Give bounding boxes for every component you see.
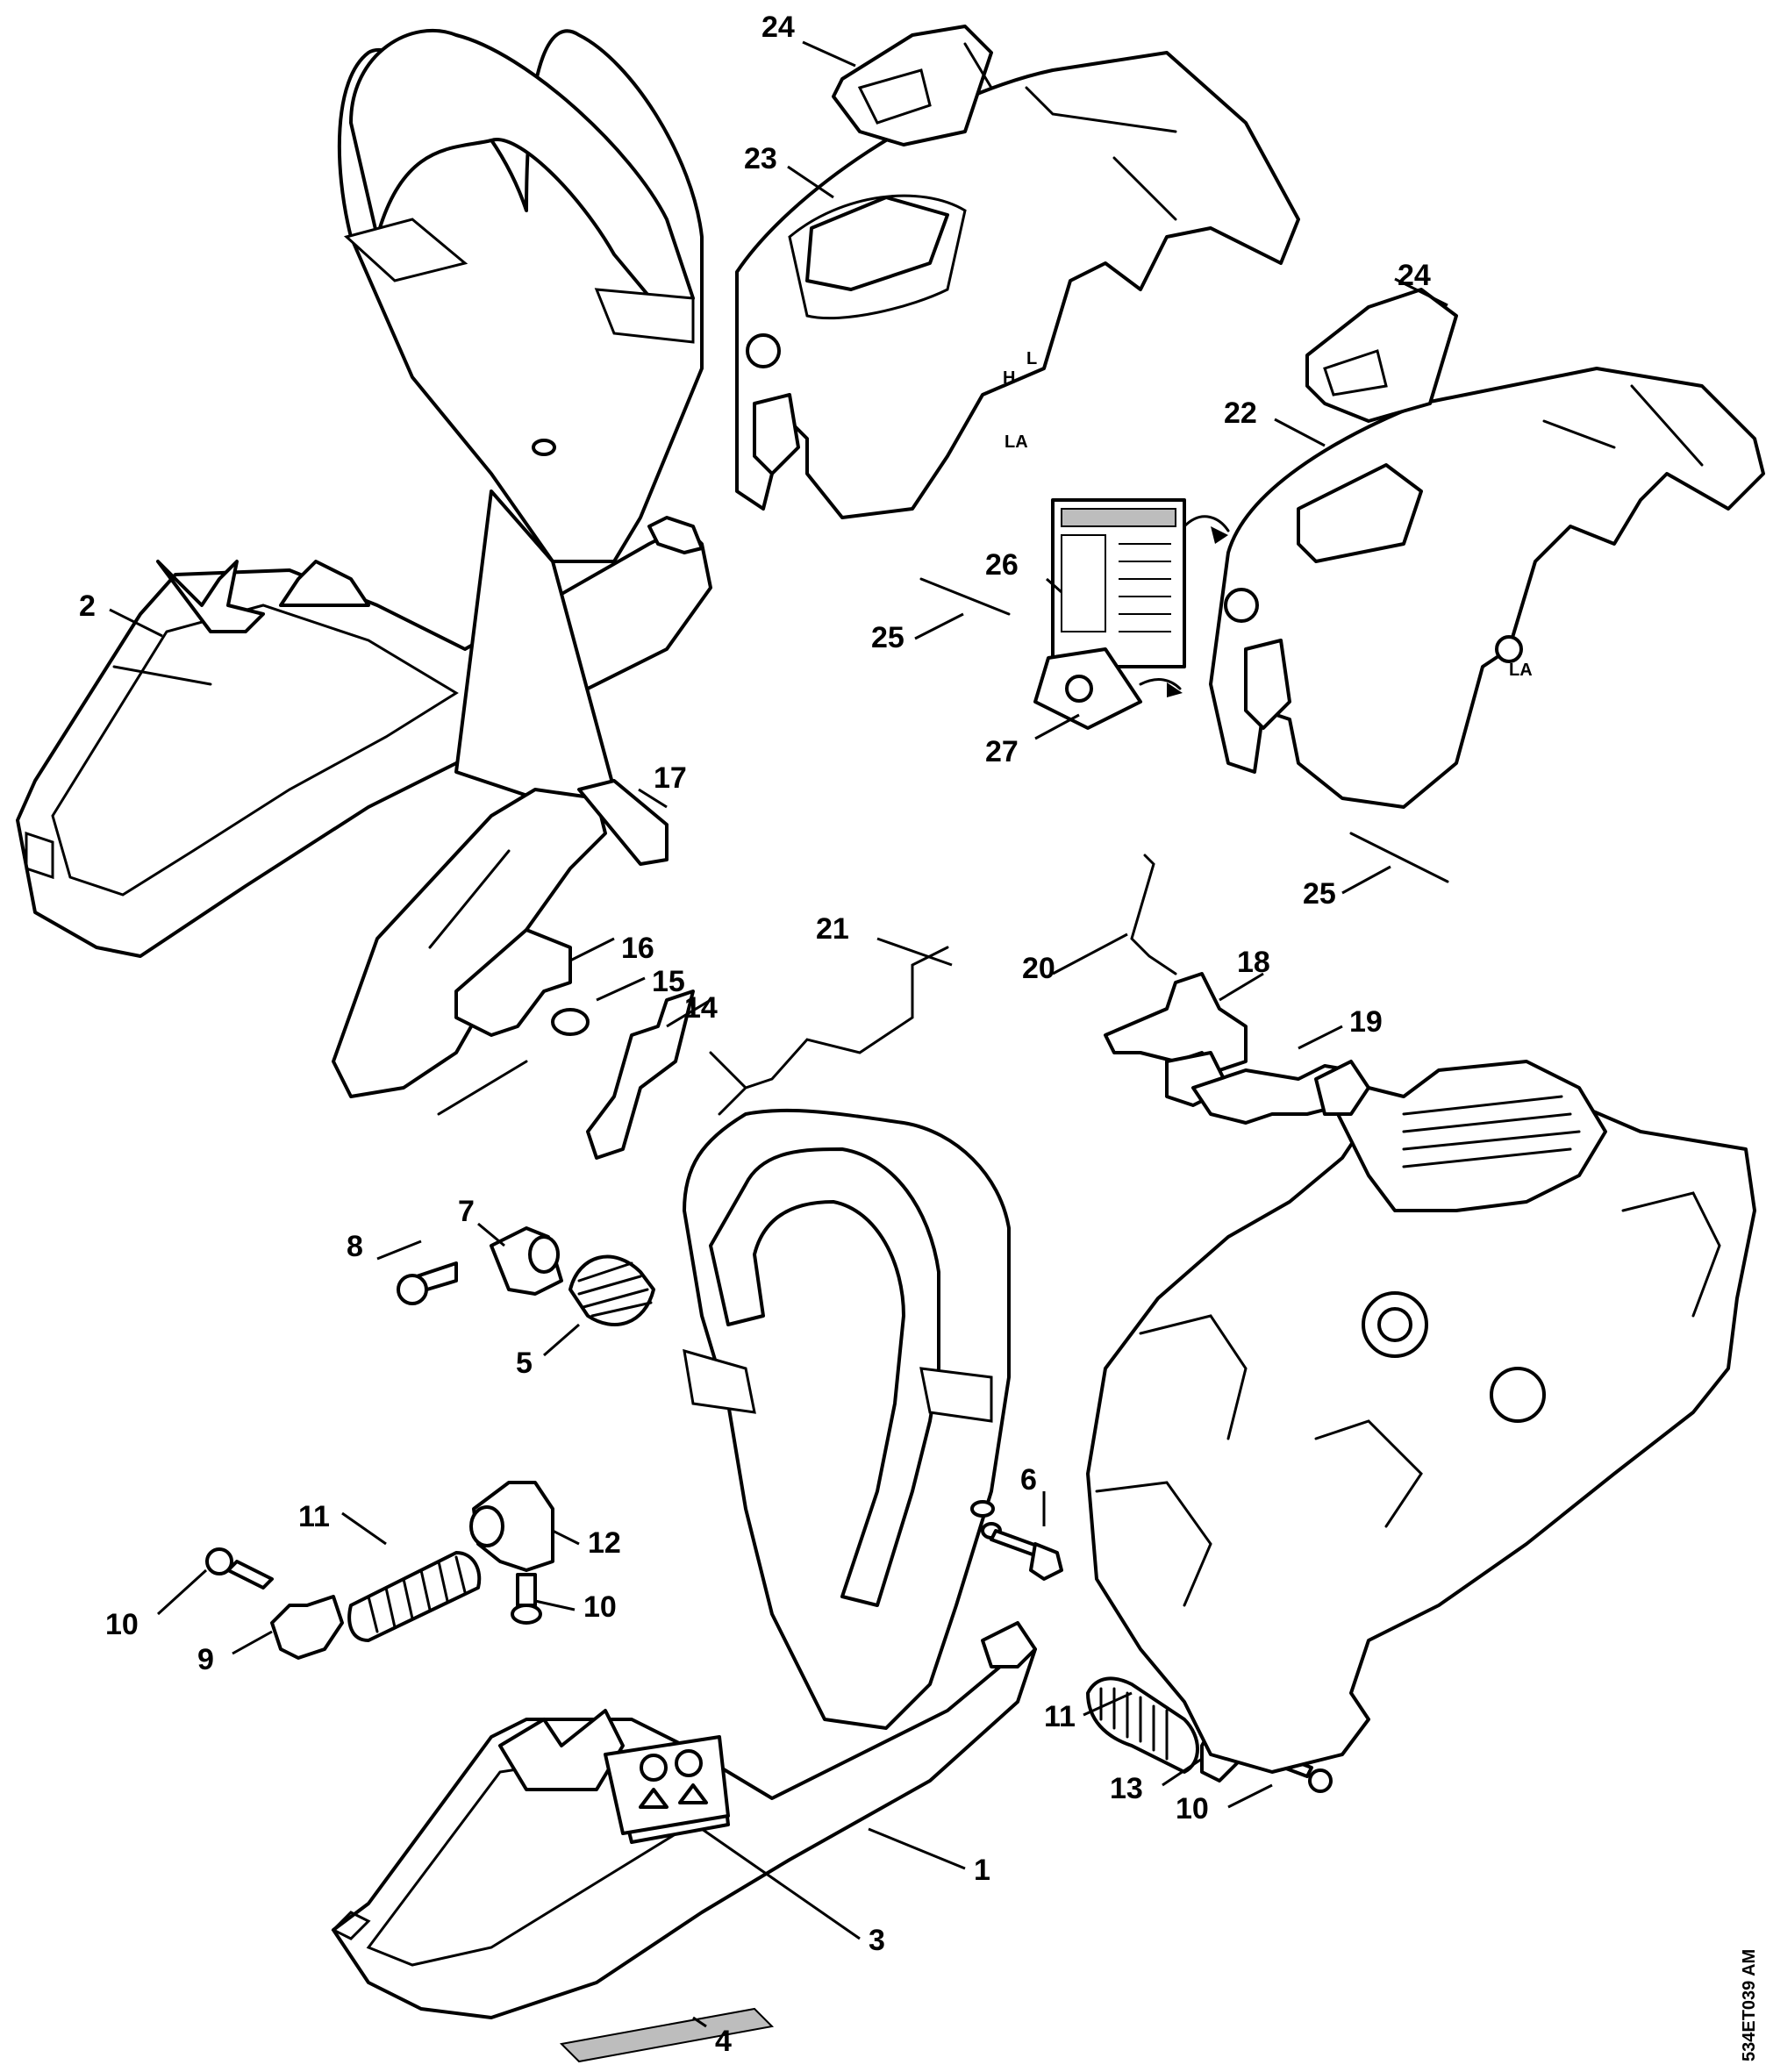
drawing-code: 534ET039 AM xyxy=(1740,1949,1759,2061)
throttle-housing-17 xyxy=(332,779,669,1098)
screw-8 xyxy=(397,1261,458,1305)
cover-mark-la: LA xyxy=(1005,432,1028,452)
callout-7: 7 xyxy=(458,1195,475,1228)
callout-12: 12 xyxy=(588,1526,621,1560)
screw-10-middle xyxy=(511,1573,542,1625)
callout-17: 17 xyxy=(654,761,687,795)
cover-lock-knob-24-lower xyxy=(1305,288,1458,423)
buffer-plug-7 xyxy=(490,1226,563,1296)
callout-22: 22 xyxy=(1224,397,1257,430)
carburetor-cover-22: LA xyxy=(1209,367,1765,809)
callout-14: 14 xyxy=(684,991,718,1025)
choke-rod-20 xyxy=(1130,854,1177,975)
callout-10-left: 10 xyxy=(105,1608,139,1641)
interlock-lever-16 xyxy=(454,928,572,1037)
warning-decal-27 xyxy=(1033,647,1183,730)
cover-mark-h: H xyxy=(1003,368,1015,388)
callout-9: 9 xyxy=(197,1643,214,1676)
cover-mark-la-2: LA xyxy=(1509,661,1533,680)
buffer-plug-9 xyxy=(270,1595,344,1660)
callout-25-left: 25 xyxy=(871,621,904,654)
callout-11-right: 11 xyxy=(1044,1700,1076,1733)
callout-13: 13 xyxy=(1110,1772,1143,1805)
callout-4: 4 xyxy=(715,2025,732,2058)
bow-handle-upper xyxy=(337,29,704,809)
callout-3: 3 xyxy=(869,1924,885,1957)
callout-27: 27 xyxy=(985,735,1019,768)
grip-strip-4 xyxy=(559,2007,775,2063)
callout-16: 16 xyxy=(621,932,654,965)
throttle-rod-21 xyxy=(709,946,949,1116)
pin-15 xyxy=(437,1060,528,1116)
bow-handle-lower xyxy=(683,1108,1011,1730)
callout-20: 20 xyxy=(1022,952,1055,985)
callout-2: 2 xyxy=(79,589,96,623)
callout-19: 19 xyxy=(1349,1005,1383,1039)
cover-mark-l: L xyxy=(1026,349,1037,368)
callout-24-right: 24 xyxy=(1398,259,1431,292)
engine-housing xyxy=(1086,1060,1756,1774)
buffer-plug-12 xyxy=(469,1481,554,1572)
callout-6: 6 xyxy=(1020,1463,1037,1497)
warning-decal-26 xyxy=(1051,498,1230,668)
callout-labels: 2 24 23 24 22 26 25 27 25 17 21 20 18 19… xyxy=(79,11,1431,2058)
screw-10-left xyxy=(205,1547,274,1590)
carburetor-cover-23: H L LA xyxy=(735,51,1300,519)
callout-11-left: 11 xyxy=(298,1500,330,1533)
callout-26: 26 xyxy=(985,548,1019,582)
callout-24-top: 24 xyxy=(761,11,795,44)
seal-strip-25-lower xyxy=(1349,832,1449,883)
cover-lock-knob-24-upper xyxy=(832,25,993,146)
bolt-6 xyxy=(981,1522,1063,1581)
callout-25-right: 25 xyxy=(1303,877,1336,911)
callout-10-right: 10 xyxy=(1176,1792,1209,1826)
throttle-trigger-14 xyxy=(586,990,695,1160)
torsion-spring-15 xyxy=(551,1008,590,1036)
annular-buffer-11-left xyxy=(347,1551,482,1642)
callout-18: 18 xyxy=(1237,946,1270,979)
callout-21: 21 xyxy=(816,912,849,946)
callout-8: 8 xyxy=(347,1230,363,1263)
leader-lines xyxy=(109,40,1448,2028)
callout-5: 5 xyxy=(516,1347,533,1380)
callout-10-middle: 10 xyxy=(583,1590,617,1624)
handle-frame-upper xyxy=(16,516,712,958)
callout-23: 23 xyxy=(744,142,777,175)
callout-1: 1 xyxy=(974,1854,990,1887)
callout-15: 15 xyxy=(652,965,685,998)
seal-strip-25-upper xyxy=(919,577,1011,616)
warning-decal-3 xyxy=(604,1735,730,1835)
annular-buffer-spring-5 xyxy=(568,1254,655,1326)
